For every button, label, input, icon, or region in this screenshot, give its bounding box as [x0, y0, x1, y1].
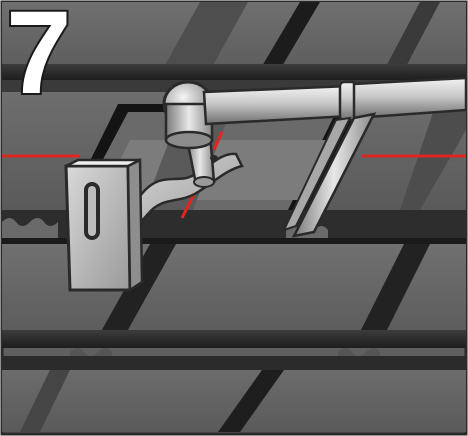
tile-row-top — [2, 2, 466, 80]
step-number: 7 — [6, 0, 70, 112]
tile-row-bottom — [2, 356, 466, 432]
